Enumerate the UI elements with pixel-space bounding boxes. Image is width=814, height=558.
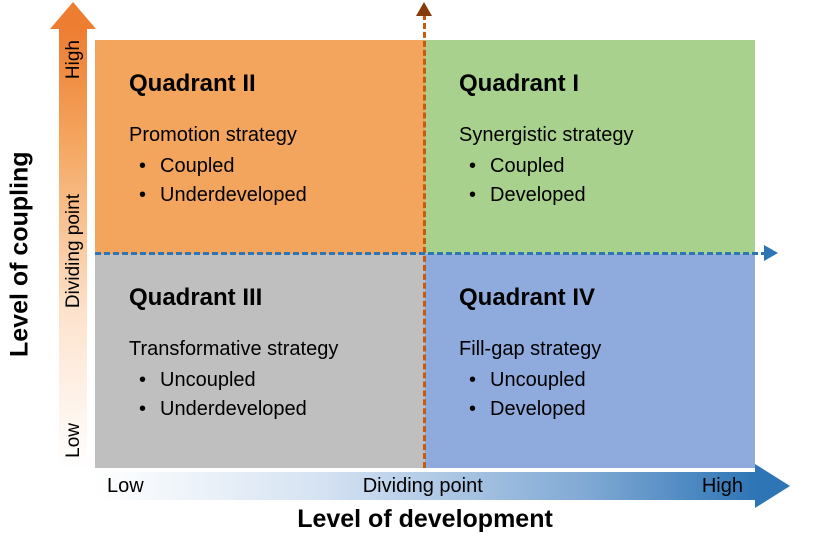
y-axis-arrow-up-icon	[50, 2, 96, 29]
bullet-icon	[139, 398, 146, 421]
quadrant-ii-title: Quadrant II	[129, 70, 256, 97]
quadrant-i-bullet-2: Developed	[459, 184, 745, 207]
plot-area: Quadrant II Promotion strategy Coupled U…	[95, 2, 778, 468]
x-axis-arrow-shaft: Low Dividing point High	[95, 472, 755, 500]
bullet-icon	[139, 369, 146, 392]
bullet-icon	[469, 155, 476, 178]
vertical-dividing-line	[423, 14, 426, 468]
quadrant-iii-title: Quadrant III	[129, 284, 263, 311]
quadrant-iii: Quadrant III Transformative strategy Unc…	[95, 254, 425, 468]
bullet-label: Underdeveloped	[160, 398, 307, 420]
quadrant-iv-title: Quadrant IV	[459, 284, 596, 311]
vertical-divider-arrow-up-icon	[416, 2, 432, 16]
y-axis-title: Level of coupling	[5, 151, 34, 357]
bullet-label: Developed	[490, 184, 586, 206]
x-tick-low: Low	[107, 474, 144, 497]
quadrant-ii-bullet-2: Underdeveloped	[129, 184, 415, 207]
x-tick-high: High	[701, 474, 743, 497]
bullet-label: Coupled	[490, 155, 565, 177]
y-tick-high: High	[62, 40, 84, 80]
quadrant-iv: Quadrant IV Fill-gap strategy Uncoupled …	[425, 254, 755, 468]
quadrant-iii-bullet-2: Underdeveloped	[129, 398, 415, 421]
bullet-label: Developed	[490, 398, 586, 420]
bullet-icon	[139, 184, 146, 207]
bullet-label: Uncoupled	[490, 369, 586, 391]
horizontal-dividing-line	[95, 252, 767, 255]
quadrant-ii-strategy: Promotion strategy	[129, 124, 297, 146]
bullet-icon	[139, 155, 146, 178]
quadrant-iv-strategy: Fill-gap strategy	[459, 338, 602, 360]
quadrant-iv-bullet-1: Uncoupled	[459, 369, 745, 392]
quadrant-i-strategy: Synergistic strategy	[459, 124, 634, 146]
quadrant-iii-bullet-1: Uncoupled	[129, 369, 415, 392]
quadrant-i-bullet-1: Coupled	[459, 155, 745, 178]
horizontal-divider-arrow-right-icon	[764, 245, 778, 261]
quadrant-i: Quadrant I Synergistic strategy Coupled …	[425, 40, 755, 254]
bullet-label: Uncoupled	[160, 369, 256, 391]
bullet-label: Underdeveloped	[160, 184, 307, 206]
quadrant-iii-strategy: Transformative strategy	[129, 338, 339, 360]
quadrant-ii: Quadrant II Promotion strategy Coupled U…	[95, 40, 425, 254]
quadrant-ii-bullet-1: Coupled	[129, 155, 415, 178]
bullet-label: Coupled	[160, 155, 235, 177]
y-tick-dividing-point: Dividing point	[62, 194, 84, 309]
bullet-icon	[469, 369, 476, 392]
x-axis-title: Level of development	[297, 505, 553, 533]
quadrant-i-title: Quadrant I	[459, 70, 580, 97]
quadrant-iv-bullet-2: Developed	[459, 398, 745, 421]
y-axis-arrow-shaft: High Dividing point Low	[59, 28, 87, 470]
x-axis-arrow-right-icon	[755, 464, 790, 508]
bullet-icon	[469, 398, 476, 421]
bullet-icon	[469, 184, 476, 207]
x-tick-dividing-point: Dividing point	[362, 474, 483, 497]
y-tick-low: Low	[62, 423, 84, 458]
